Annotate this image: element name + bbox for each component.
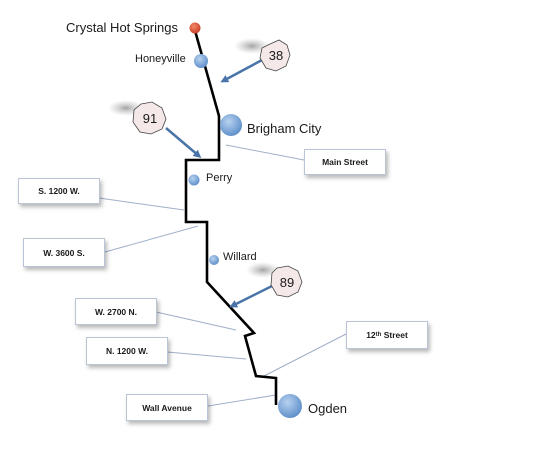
leader-wall-avenue	[207, 394, 277, 407]
leader-lines	[98, 144, 347, 407]
crystal-hot-springs-label: Crystal Hot Springs	[66, 20, 178, 35]
n-1200-w-label: N. 1200 W.	[86, 337, 168, 365]
perry-label: Perry	[206, 172, 233, 184]
route-38-shield: 38	[234, 38, 291, 72]
ogden-marker	[278, 394, 302, 418]
route-89-arrow	[229, 284, 273, 308]
route-89-shield: 89	[246, 262, 303, 298]
brigham-city-marker	[220, 114, 242, 136]
willard-marker	[209, 255, 219, 265]
leader-w-3600-s	[104, 225, 199, 253]
route-91-arrow	[165, 127, 202, 158]
leader-w-2700-n	[155, 311, 237, 331]
leader-12th-street	[263, 333, 347, 377]
honeyville-marker	[194, 54, 208, 68]
s-1200-w-label: S. 1200 W.	[18, 178, 100, 204]
12th-street-suffix: th	[375, 332, 382, 338]
leader-main-street	[225, 144, 305, 161]
perry-marker	[188, 174, 200, 186]
brigham-city-label: Brigham City	[247, 121, 322, 136]
w-3600-s-label: W. 3600 S.	[23, 238, 105, 267]
leader-s-1200-w	[98, 197, 185, 211]
crystal-hot-springs-marker	[189, 22, 201, 34]
route-89-label: 89	[280, 275, 294, 290]
route-38-label: 38	[269, 48, 283, 63]
wall-avenue-label: Wall Avenue	[126, 394, 208, 421]
route-91-shield: 91	[108, 100, 167, 135]
willard-label: Willard	[223, 251, 257, 263]
ogden-label: Ogden	[308, 401, 348, 416]
leader-n-1200-w	[166, 351, 247, 360]
route-91-label: 91	[143, 111, 157, 126]
route-line	[184, 26, 278, 405]
12th-street-word: Street	[381, 330, 408, 340]
honeyville-label: Honeyville	[135, 53, 186, 65]
w-2700-n-label: W. 2700 N.	[75, 298, 157, 325]
12th-street-number: 12	[366, 330, 376, 340]
route-38-arrow	[220, 58, 263, 83]
main-street-label: Main Street	[304, 149, 386, 175]
